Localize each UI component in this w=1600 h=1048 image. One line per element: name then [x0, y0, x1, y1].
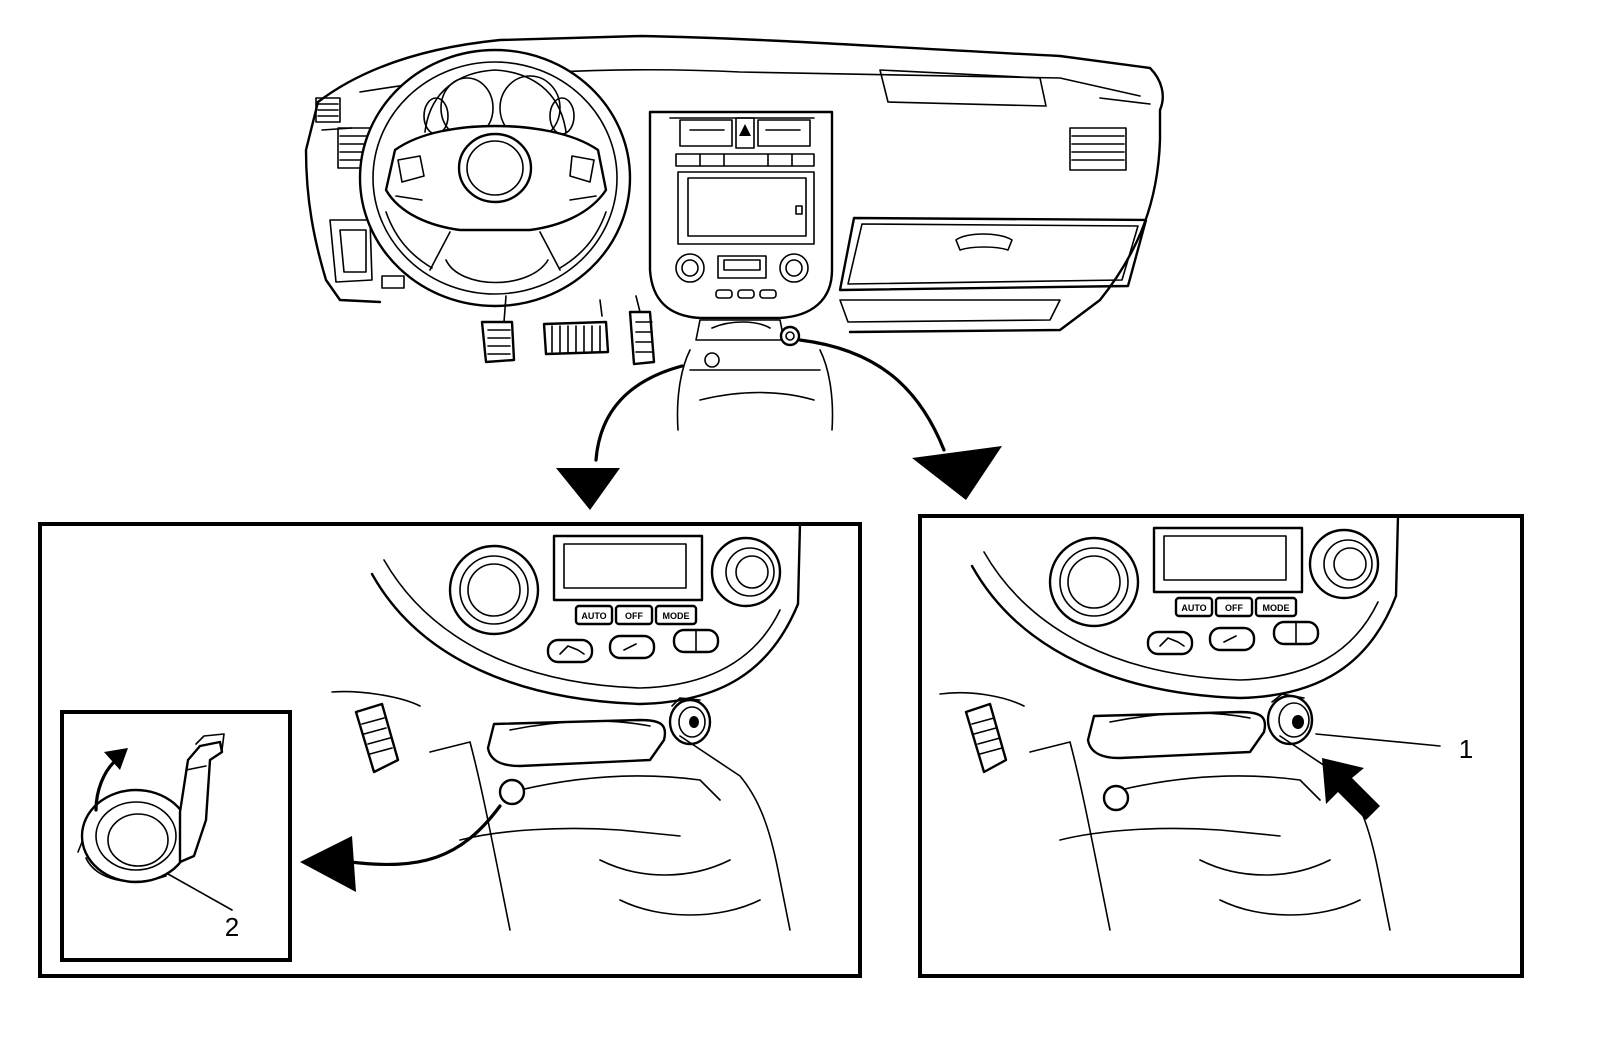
callout-2-label: 2	[225, 912, 239, 942]
power-outlet-right	[1266, 693, 1314, 746]
center-stack	[648, 110, 834, 431]
dashboard-overview	[304, 34, 1164, 510]
mode-button-label: MODE	[663, 611, 690, 621]
auto-button-label: AUTO	[581, 611, 606, 621]
callout-1-label: 1	[1459, 734, 1473, 764]
power-outlet-left	[668, 697, 712, 746]
auto-button-label-right: AUTO	[1181, 603, 1206, 613]
left-detail-panel: AUTO OFF MODE	[38, 522, 862, 978]
passenger-dash	[838, 69, 1148, 323]
pedals	[480, 295, 656, 366]
detail-arrows	[556, 338, 1002, 510]
off-button-label-right: OFF	[1225, 603, 1243, 613]
steering-wheel	[358, 48, 632, 308]
cap-inset: 2	[60, 710, 292, 962]
right-detail-panel: AUTO OFF MODE 1	[918, 514, 1524, 978]
mode-button-label-right: MODE	[1263, 603, 1290, 613]
off-button-label: OFF	[625, 611, 643, 621]
